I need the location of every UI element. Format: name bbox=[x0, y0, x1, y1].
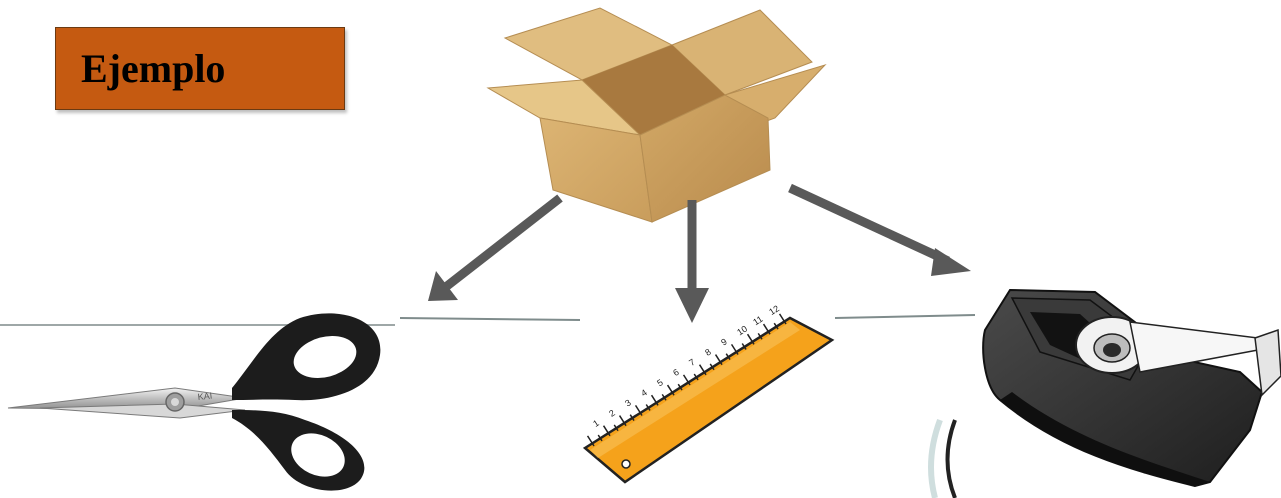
scissors-engraving: KAI bbox=[197, 391, 212, 402]
arrow-to-ruler-head bbox=[675, 288, 709, 323]
ruler-number: 3 bbox=[623, 397, 633, 408]
ruler-number: 4 bbox=[639, 387, 649, 398]
tape-dispenser-icon bbox=[983, 290, 1281, 486]
arrow-to-scissors bbox=[447, 198, 560, 286]
ruler-number: 12 bbox=[767, 303, 781, 317]
ruler-number: 6 bbox=[671, 367, 681, 378]
ruler-number: 5 bbox=[655, 377, 665, 388]
cardboard-box-icon bbox=[488, 8, 825, 222]
ruler-number: 1 bbox=[591, 418, 601, 429]
arrow-to-tape-head bbox=[931, 248, 971, 276]
arrows bbox=[428, 188, 971, 323]
ruler-number: 7 bbox=[687, 357, 697, 368]
ruler-number: 8 bbox=[703, 347, 713, 358]
scissors-icon: KAI bbox=[8, 313, 380, 490]
ruler-number: 10 bbox=[735, 324, 749, 338]
arrow-to-tape bbox=[790, 188, 948, 261]
ruler-number: 2 bbox=[607, 408, 617, 419]
ruler-number: 11 bbox=[751, 314, 764, 327]
ruler-number: 9 bbox=[719, 336, 729, 347]
